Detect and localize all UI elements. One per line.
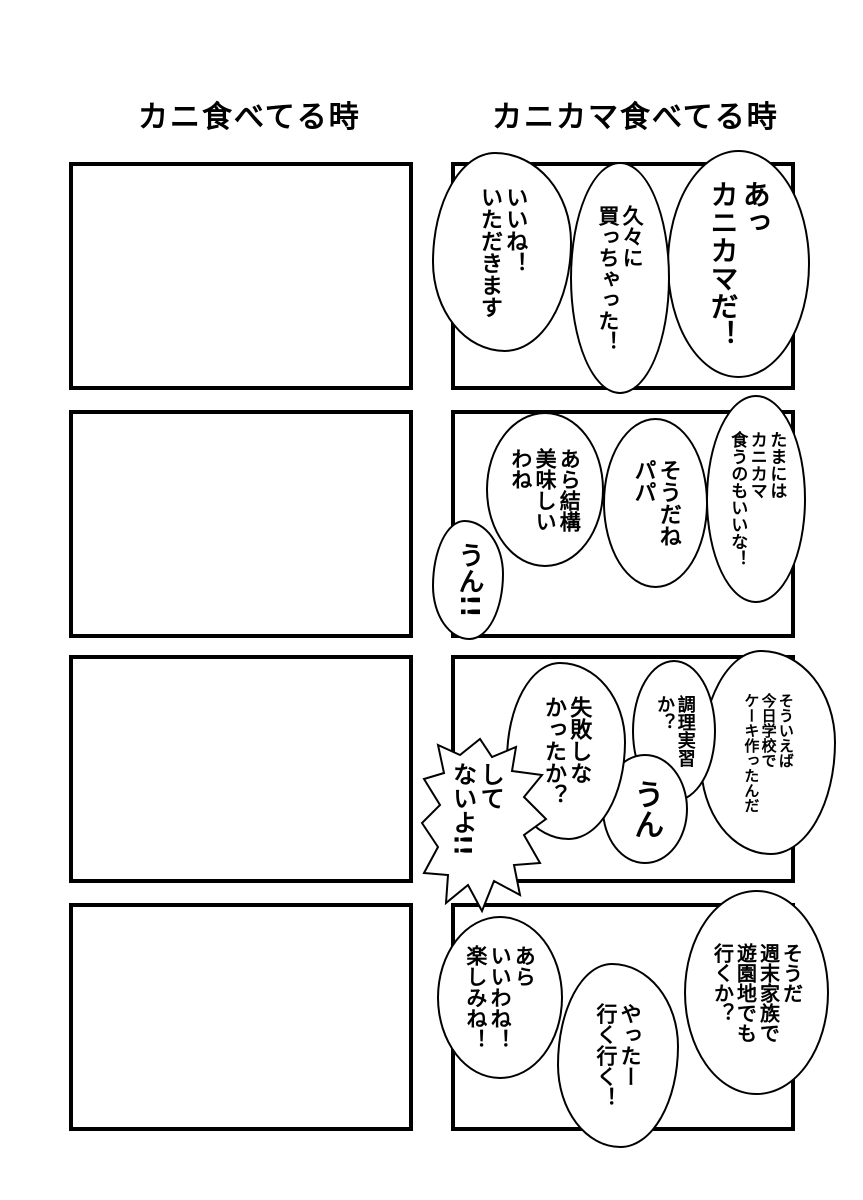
speech-bubble: あっ カニカマだ！ bbox=[667, 150, 810, 378]
bubble-text: そうだね パパ bbox=[630, 459, 681, 547]
bubble-text: そうだ 週末家族で 遊園地でも 行くか？ bbox=[710, 942, 804, 1043]
shout-text: して ないよ!! bbox=[448, 762, 505, 856]
thought-bubble: やったー 行く行く！ bbox=[557, 963, 679, 1148]
speech-bubble: たまには カニカマ 食うのもいいな！ bbox=[706, 395, 806, 603]
bubble-text: 調理実習 か？ bbox=[654, 695, 696, 767]
left-panel-3 bbox=[69, 655, 413, 883]
thought-bubble: いいね！ いただきます bbox=[432, 152, 572, 352]
bubble-text: あっ カニカマだ！ bbox=[706, 180, 772, 348]
bubble-text: うん!! bbox=[453, 542, 484, 618]
bubble-text: 久々に 買っちゃった！ bbox=[596, 204, 645, 352]
shout-bubble bbox=[420, 737, 548, 914]
left-panel-4 bbox=[69, 903, 413, 1131]
speech-bubble: あら結構 美味しい わね bbox=[486, 412, 604, 567]
speech-bubble: あら いいわね！ 楽しみね！ bbox=[437, 916, 563, 1079]
speech-bubble: そうだね パパ bbox=[603, 418, 708, 588]
bubble-text: 失敗しな かったか？ bbox=[541, 696, 592, 806]
bubble-text: あら結構 美味しい わね bbox=[508, 447, 582, 532]
bubble-text: たまには カニカマ 食うのもいいな！ bbox=[727, 431, 787, 567]
bubble-text: いいね！ いただきます bbox=[477, 186, 528, 318]
speech-bubble: そうだ 週末家族で 遊園地でも 行くか？ bbox=[684, 890, 829, 1095]
bubble-text: うん bbox=[628, 779, 664, 839]
speech-bubble: 久々に 買っちゃった！ bbox=[570, 162, 670, 394]
left-panel-2 bbox=[69, 410, 413, 638]
thought-bubble: そういえば 今日学校で ケーキ作ったんだ bbox=[700, 650, 836, 855]
thought-bubble: うん!! bbox=[432, 520, 504, 640]
left-panel-1 bbox=[69, 162, 413, 390]
bubble-text: あら いいわね！ 楽しみね！ bbox=[463, 945, 537, 1050]
bubble-text: そういえば 今日学校で ケーキ作ったんだ bbox=[742, 692, 795, 813]
thought-bubble: 失敗しな かったか？ bbox=[506, 662, 626, 840]
heading-right: カニカマ食べてる時 bbox=[492, 100, 779, 135]
bubble-text: やったー 行く行く！ bbox=[594, 1003, 643, 1108]
heading-left: カニ食べてる時 bbox=[138, 100, 361, 135]
